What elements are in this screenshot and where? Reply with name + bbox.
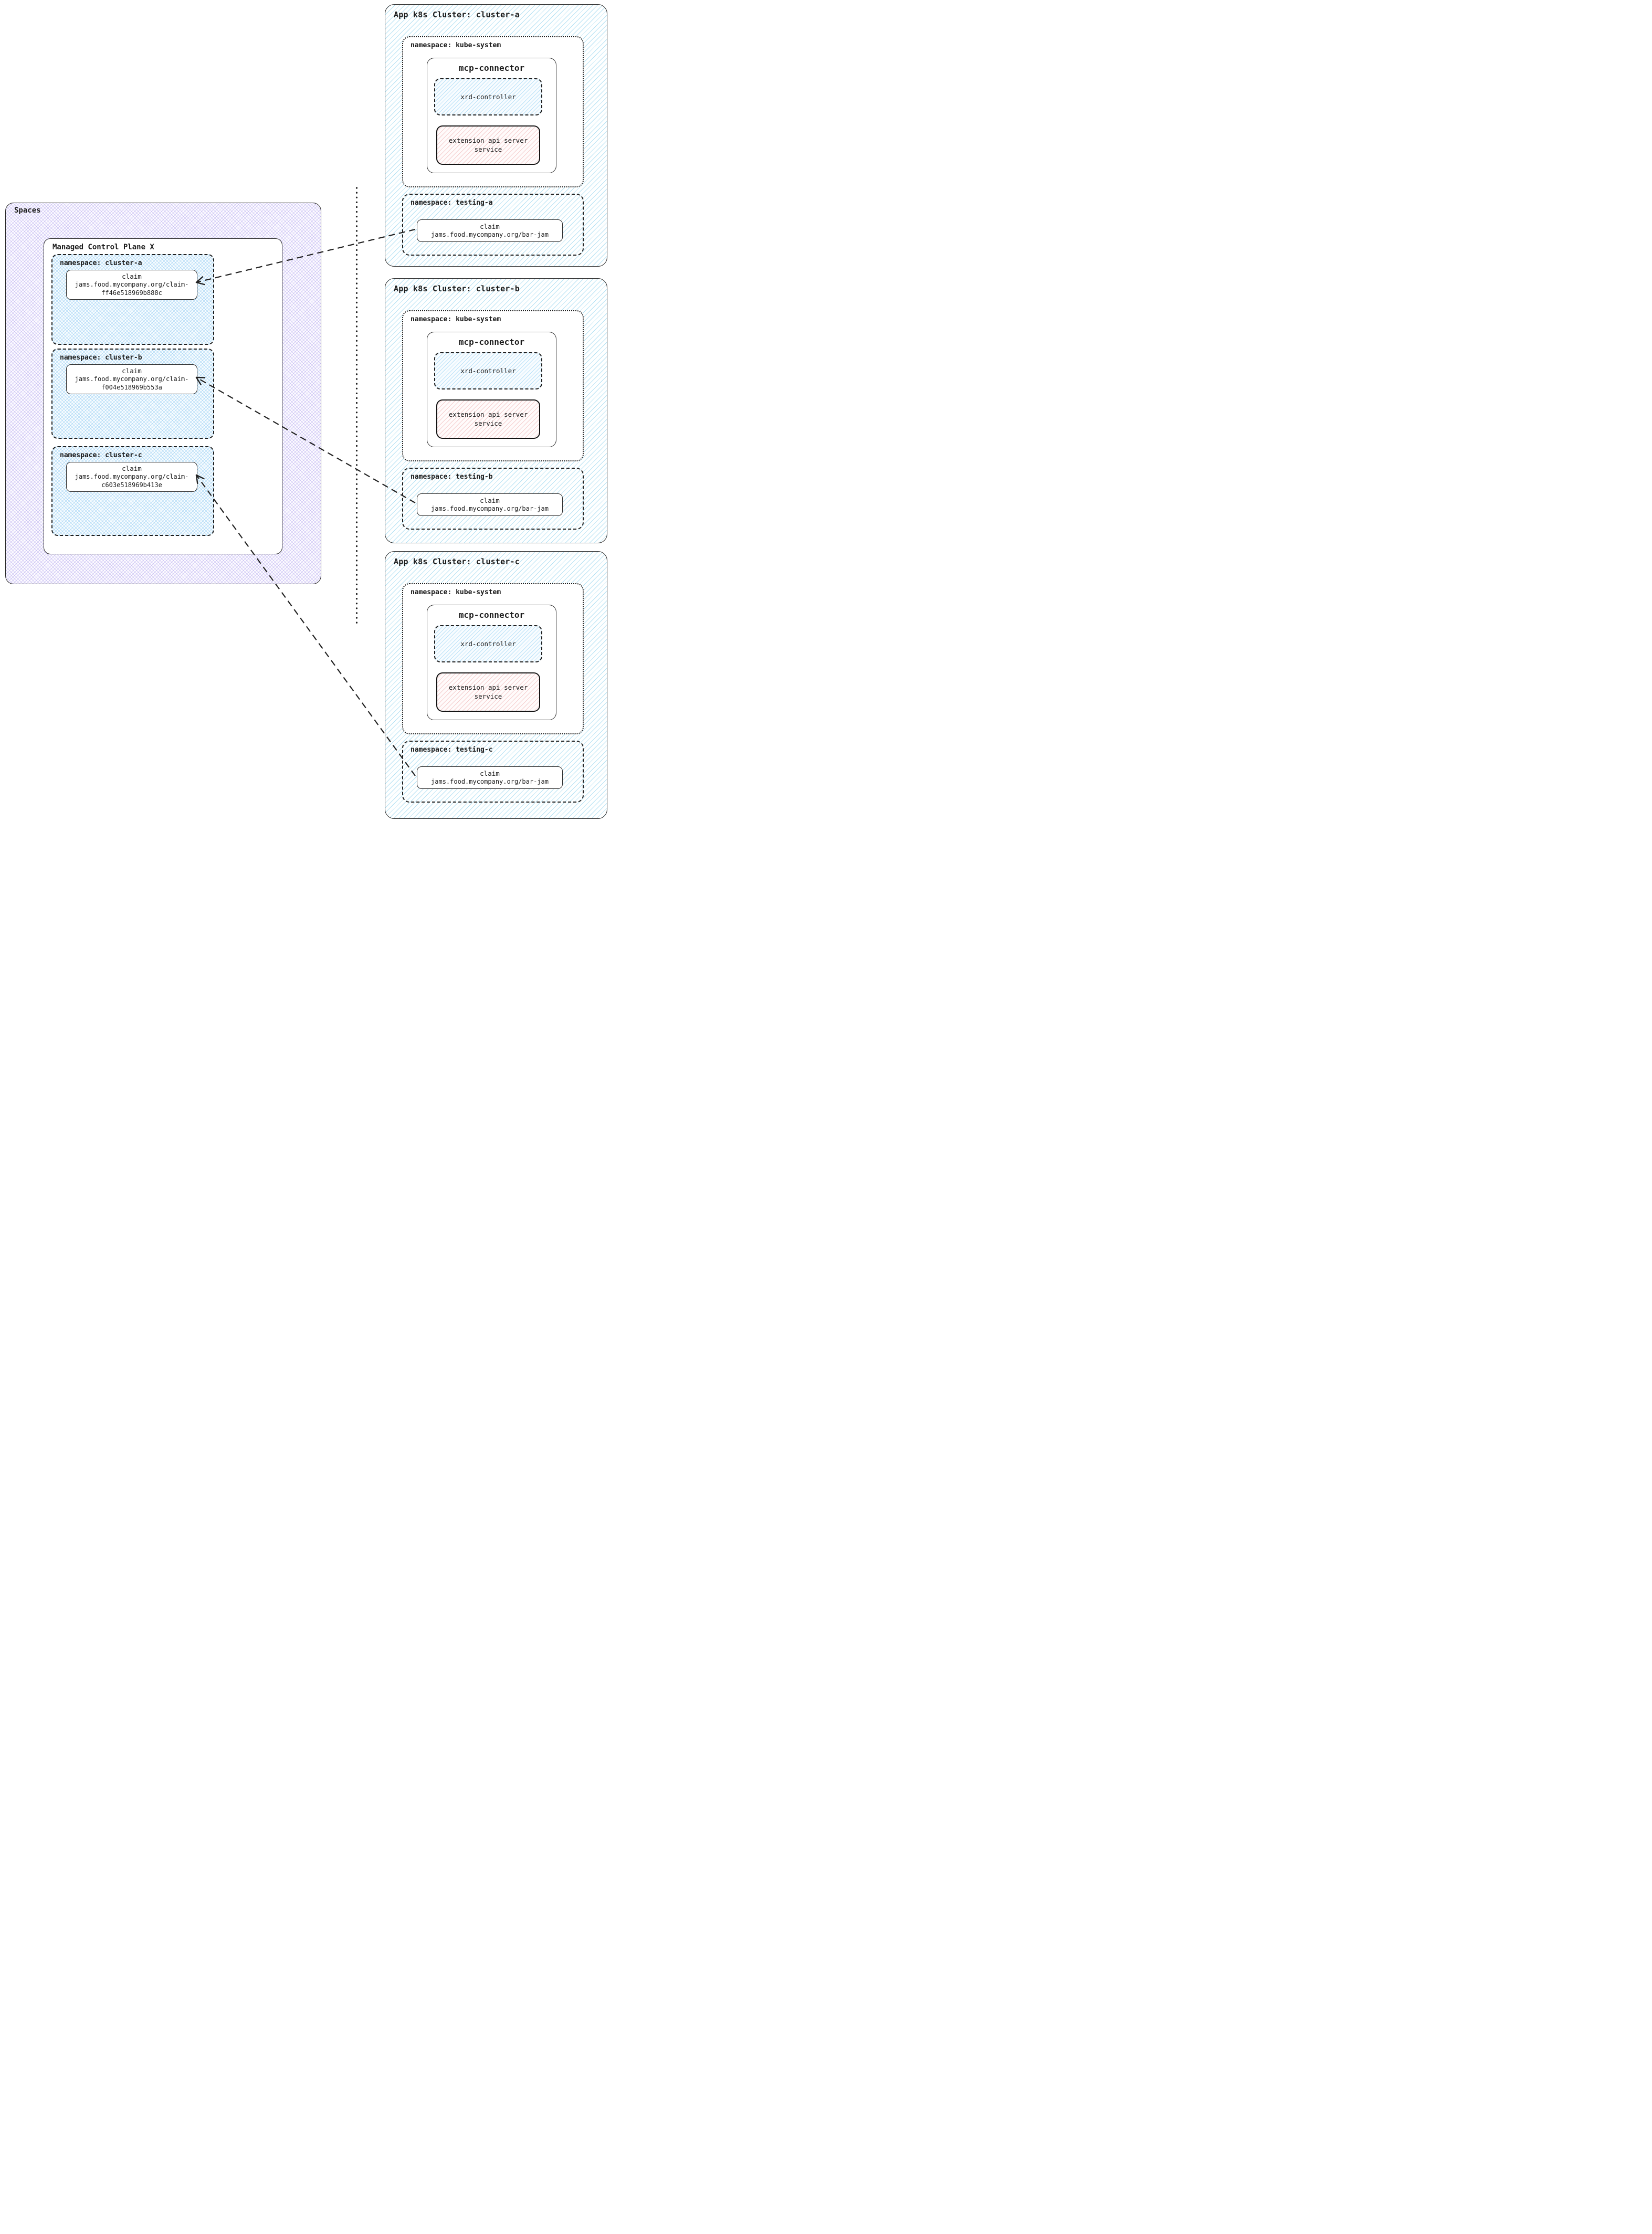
extension-api-server-label: extension api server	[448, 136, 528, 145]
extension-api-server-box: extension api server service	[436, 672, 540, 712]
namespace-label: namespace: cluster-c	[60, 451, 142, 459]
claim-domain: jams.food.mycompany.org/claim-	[75, 375, 189, 383]
claim-title: claim	[122, 366, 142, 375]
namespace-box-cluster-a: namespace: cluster-a claim jams.food.myc…	[51, 254, 214, 345]
managed-control-plane-label: Managed Control Plane X	[52, 243, 154, 251]
claim-domain: jams.food.mycompany.org/claim-	[75, 473, 189, 481]
kube-system-namespace-box: namespace: kube-system mcp-connector xrd…	[402, 310, 584, 461]
app-cluster-title: App k8s Cluster: cluster-c	[394, 557, 520, 566]
claim-value: jams.food.mycompany.org/bar-jam	[431, 230, 549, 238]
claim-box-testing-c: claim jams.food.mycompany.org/bar-jam	[417, 766, 563, 789]
claim-title: claim	[480, 222, 500, 230]
namespace-label: namespace: cluster-b	[60, 354, 142, 362]
spaces-label: Spaces	[14, 206, 41, 215]
extension-api-server-label2: service	[474, 145, 502, 153]
claim-box-cluster-b: claim jams.food.mycompany.org/claim- f00…	[66, 364, 197, 394]
namespace-label: namespace: kube-system	[411, 588, 501, 596]
app-cluster-box-c: App k8s Cluster: cluster-c namespace: ku…	[385, 551, 607, 819]
xrd-controller-label: xrd-controller	[460, 640, 516, 648]
namespace-label: namespace: testing-b	[411, 473, 493, 481]
extension-api-server-label2: service	[474, 692, 502, 700]
xrd-controller-box: xrd-controller	[434, 625, 542, 662]
namespace-box-cluster-c: namespace: cluster-c claim jams.food.myc…	[51, 446, 214, 536]
claim-box-testing-b: claim jams.food.mycompany.org/bar-jam	[417, 493, 563, 516]
extension-api-server-label: extension api server	[448, 410, 528, 419]
kube-system-namespace-box: namespace: kube-system mcp-connector xrd…	[402, 583, 584, 734]
app-cluster-box-b: App k8s Cluster: cluster-b namespace: ku…	[385, 278, 607, 543]
claim-hash: c603e518969b413e	[101, 481, 162, 489]
testing-namespace-box-c: namespace: testing-c claim jams.food.myc…	[402, 741, 584, 803]
claim-hash: f004e518969b553a	[101, 383, 162, 391]
diagram-canvas: Spaces Managed Control Plane X namespace…	[0, 0, 619, 838]
claim-value: jams.food.mycompany.org/bar-jam	[431, 504, 549, 512]
app-cluster-title: App k8s Cluster: cluster-b	[394, 284, 520, 293]
mcp-connector-box: mcp-connector xrd-controller extension a…	[427, 332, 556, 447]
xrd-controller-box: xrd-controller	[434, 78, 542, 115]
mcp-connector-title: mcp-connector	[458, 610, 525, 620]
claim-domain: jams.food.mycompany.org/claim-	[75, 281, 189, 289]
claim-box-cluster-a: claim jams.food.mycompany.org/claim- ff4…	[66, 270, 197, 300]
spaces-box: Spaces Managed Control Plane X namespace…	[5, 203, 321, 584]
mcp-connector-box: mcp-connector xrd-controller extension a…	[427, 58, 556, 173]
namespace-label: namespace: testing-a	[411, 199, 493, 207]
extension-api-server-label: extension api server	[448, 683, 528, 692]
app-cluster-title: App k8s Cluster: cluster-a	[394, 10, 520, 19]
extension-api-server-label2: service	[474, 419, 502, 427]
testing-namespace-box-a: namespace: testing-a claim jams.food.myc…	[402, 194, 584, 256]
mcp-connector-title: mcp-connector	[458, 337, 525, 347]
claim-hash: ff46e518969b888c	[101, 289, 162, 297]
xrd-controller-box: xrd-controller	[434, 352, 542, 389]
namespace-label: namespace: kube-system	[411, 41, 501, 49]
claim-title: claim	[122, 272, 142, 280]
namespace-box-cluster-b: namespace: cluster-b claim jams.food.myc…	[51, 349, 214, 439]
claim-box-cluster-c: claim jams.food.mycompany.org/claim- c60…	[66, 462, 197, 492]
claim-value: jams.food.mycompany.org/bar-jam	[431, 777, 549, 785]
xrd-controller-label: xrd-controller	[460, 93, 516, 101]
extension-api-server-box: extension api server service	[436, 125, 540, 165]
testing-namespace-box-b: namespace: testing-b claim jams.food.myc…	[402, 468, 584, 530]
mcp-connector-box: mcp-connector xrd-controller extension a…	[427, 605, 556, 720]
claim-title: claim	[122, 464, 142, 472]
mcp-connector-title: mcp-connector	[458, 63, 525, 73]
claim-box-testing-a: claim jams.food.mycompany.org/bar-jam	[417, 219, 563, 242]
claim-title: claim	[480, 769, 500, 777]
extension-api-server-box: extension api server service	[436, 399, 540, 439]
claim-title: claim	[480, 496, 500, 504]
managed-control-plane-box: Managed Control Plane X namespace: clust…	[44, 238, 282, 554]
kube-system-namespace-box: namespace: kube-system mcp-connector xrd…	[402, 36, 584, 187]
namespace-label: namespace: cluster-a	[60, 259, 142, 267]
namespace-label: namespace: kube-system	[411, 315, 501, 323]
namespace-label: namespace: testing-c	[411, 746, 493, 754]
app-cluster-box-a: App k8s Cluster: cluster-a namespace: ku…	[385, 4, 607, 267]
xrd-controller-label: xrd-controller	[460, 367, 516, 375]
